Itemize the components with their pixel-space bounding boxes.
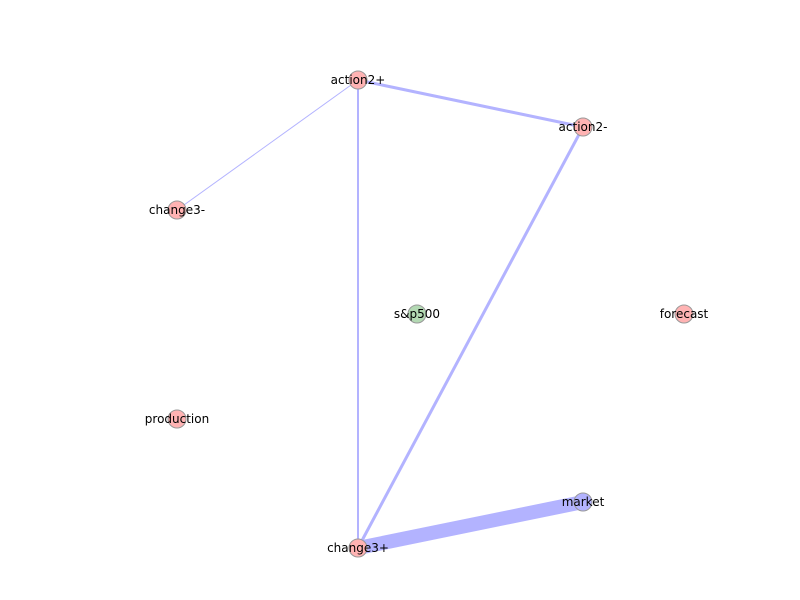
node-production [167, 409, 187, 429]
node-label-change3-minus: change3- [149, 203, 205, 217]
node-forecast [674, 304, 694, 324]
edge-layer [176, 78, 585, 555]
edge-action2-plus-to-change3-minus [176, 79, 359, 211]
node-label-change3-plus: change3+ [327, 541, 389, 555]
node-label-action2-minus: action2- [559, 120, 608, 134]
edge-action2-minus-to-change3-plus [356, 126, 585, 549]
node-change3-minus [167, 200, 187, 220]
node-action2-minus [573, 117, 593, 137]
node-label-market: market [562, 495, 605, 509]
node-action2-plus [348, 70, 368, 90]
node-label-sandp500: s&p500 [394, 307, 440, 321]
edge-action2-plus-to-action2-minus [357, 78, 584, 129]
node-label-forecast: forecast [660, 307, 709, 321]
edge-change3-plus-to-market [356, 495, 585, 555]
node-market [573, 492, 593, 512]
node-change3-plus [348, 538, 368, 558]
node-label-production: production [145, 412, 209, 426]
label-layer: action2+ action2- change3- s&p500 forecast pr… [145, 73, 709, 555]
node-sandp500 [407, 304, 427, 324]
node-layer [167, 70, 694, 558]
node-label-action2-plus: action2+ [331, 73, 386, 87]
